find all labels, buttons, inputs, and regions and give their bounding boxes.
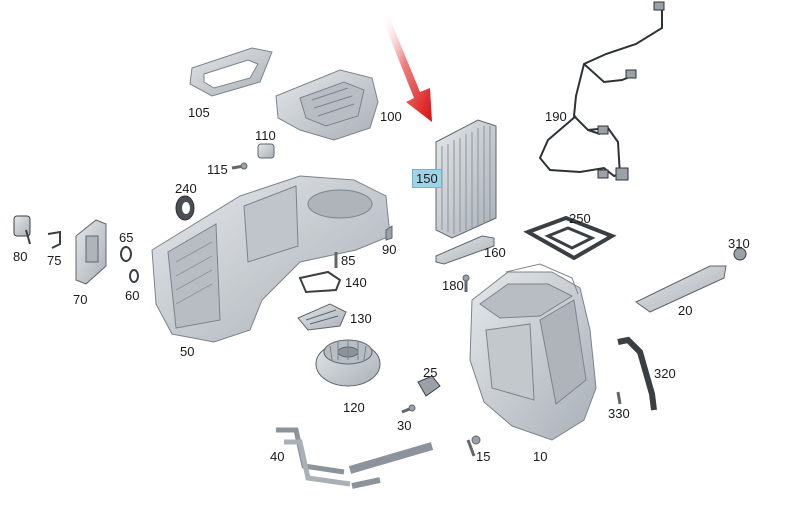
part-label-80[interactable]: 80 [13,249,28,264]
part-110-actuator[interactable] [257,143,275,159]
part-label-250[interactable]: 250 [569,211,591,226]
part-320-drain-hose[interactable] [617,336,657,411]
part-65-o-ring[interactable] [120,246,132,262]
part-190-wiring-harness[interactable] [538,1,665,181]
part-label-140[interactable]: 140 [345,275,367,290]
part-130-resistor[interactable] [297,303,347,331]
part-105-gasket[interactable] [189,47,273,97]
part-label-320[interactable]: 320 [654,366,676,381]
part-label-25[interactable]: 25 [423,365,438,380]
red-pointer-arrow-icon [382,14,432,122]
part-100-intake-housing[interactable] [275,69,379,141]
part-label-20[interactable]: 20 [678,303,693,318]
part-label-100[interactable]: 100 [380,109,402,124]
part-70-cover-plate[interactable] [75,219,107,285]
part-310-grommet[interactable] [733,247,747,261]
part-label-90[interactable]: 90 [382,242,397,257]
part-25-actuator[interactable] [417,375,441,397]
part-label-190[interactable]: 190 [545,109,567,124]
part-50-hvac-housing[interactable] [151,175,391,343]
part-140-gasket[interactable] [298,270,342,294]
part-250-gasket[interactable] [523,215,617,261]
part-30-screw[interactable] [401,404,416,414]
part-label-110[interactable]: 110 [255,128,276,143]
part-label-120[interactable]: 120 [343,400,365,415]
part-label-60[interactable]: 60 [125,288,140,303]
part-label-15[interactable]: 15 [476,449,491,464]
part-180-screw[interactable] [462,274,470,292]
part-label-40[interactable]: 40 [270,449,285,464]
part-label-75[interactable]: 75 [47,253,62,268]
part-label-180[interactable]: 180 [442,278,464,293]
part-label-130[interactable]: 130 [350,311,372,326]
part-label-330[interactable]: 330 [608,406,630,421]
part-label-65[interactable]: 65 [119,230,134,245]
part-label-150[interactable]: 150 [412,169,442,188]
part-40-coolant-pipes[interactable] [276,427,434,489]
part-75-clip[interactable] [47,230,61,249]
part-label-70[interactable]: 70 [73,292,88,307]
part-90-clip[interactable] [385,225,393,241]
part-label-160[interactable]: 160 [484,245,506,260]
part-150-cabin-filter[interactable] [435,119,497,239]
part-20-duct[interactable] [635,265,727,313]
part-10-evaporator-housing[interactable] [469,263,597,441]
part-80-plug[interactable] [13,215,31,245]
part-label-240[interactable]: 240 [175,181,197,196]
part-label-85[interactable]: 85 [341,253,356,268]
part-120-blower-motor[interactable] [315,339,381,387]
part-330-screw[interactable] [616,391,622,405]
part-label-310[interactable]: 310 [728,236,750,251]
part-240-seal[interactable] [175,195,195,221]
part-label-50[interactable]: 50 [180,344,195,359]
part-15-sensor[interactable] [466,435,481,457]
part-60-o-ring[interactable] [129,269,139,283]
part-label-115[interactable]: 115 [207,162,228,177]
part-label-105[interactable]: 105 [188,105,210,120]
part-label-30[interactable]: 30 [397,418,412,433]
part-160-filter-rail[interactable] [435,235,495,265]
part-label-10[interactable]: 10 [533,449,548,464]
part-115-screw[interactable] [231,162,248,170]
